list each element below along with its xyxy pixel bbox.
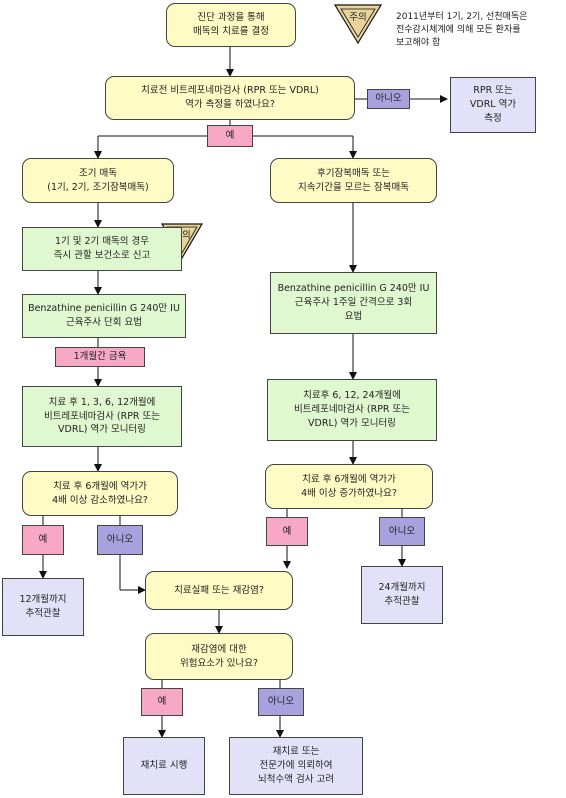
measure-titer-node: RPR 또는 VDRL 역가 측정: [450, 77, 536, 133]
treatment-failure-node: 치료실패 또는 재감염?: [145, 571, 293, 610]
question-pretreatment-titer: 치료전 비트레포네마검사 (RPR 또는 VDRL) 역가 측정을 하였나요?: [105, 76, 355, 120]
question-reinfection-risk: 재감염에 대한 위험요소가 있나요?: [145, 633, 293, 680]
followup-12-months-node: 12개월까지 추적관찰: [2, 578, 84, 636]
answer-yes-risk: 예: [141, 688, 183, 716]
monitoring-late-node: 치료후 6, 12, 24개월에 비트레포네마검사 (RPR 또는 VDRL) …: [267, 379, 437, 441]
monitoring-early-node: 치료 후 1, 3, 6, 12개월에 비트레포네마검사 (RPR 또는 VDR…: [22, 386, 182, 447]
refer-specialist-node: 재치료 또는 전문가에 의뢰하여 뇌척수액 검사 고려: [229, 737, 363, 795]
caution-note: 2011년부터 1기, 2기, 선천매독은 전수감시체계에 의해 모든 환자를 …: [396, 12, 528, 49]
early-syphilis-node: 조기 매독 (1기, 2기, 조기잠복매독): [22, 158, 174, 203]
answer-no-risk: 아니오: [258, 688, 304, 716]
caution-label-top: 주의: [349, 12, 367, 23]
answer-yes-early: 예: [22, 525, 64, 555]
start-node: 진단 과정을 통해 매독의 치료를 결정: [166, 3, 296, 47]
caution-triangle-top: [333, 4, 383, 45]
question-early-decrease: 치료 후 6개월에 역가가 4배 이상 감소하였나요?: [22, 471, 178, 516]
answer-no-pretreatment: 아니오: [367, 89, 410, 109]
answer-no-late: 아니오: [379, 517, 425, 546]
late-syphilis-node: 후기잠복매독 또는 지속기간을 모르는 잠복매독: [270, 158, 437, 203]
report-node: 1기 및 2기 매독의 경우 즉시 관할 보건소로 신고: [22, 227, 182, 271]
answer-yes-pretreatment: 예: [207, 125, 253, 147]
treatment-early-node: Benzathine penicillin G 240만 IU 근육주사 단회 …: [22, 294, 186, 338]
retreatment-node: 재치료 시행: [123, 737, 205, 795]
followup-24-months-node: 24개월까지 추적관찰: [361, 566, 443, 624]
treatment-late-node: Benzathine penicillin G 240만 IU 근육주사 1주일…: [270, 272, 437, 334]
answer-no-early: 아니오: [97, 525, 143, 555]
question-late-increase: 치료 후 6개월에 역가가 4배 이상 증가하였나요?: [265, 464, 433, 509]
answer-yes-late: 예: [266, 517, 308, 546]
abstain-node: 1개월간 금욕: [55, 347, 145, 367]
